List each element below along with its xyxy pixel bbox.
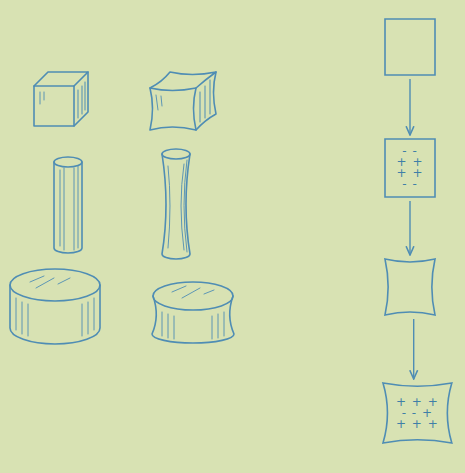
charge-signs: + + + — [396, 419, 439, 430]
charge-signs: - - — [402, 179, 417, 190]
flow-arrow — [413, 319, 414, 379]
charge-signs: - - + — [402, 408, 433, 419]
cube — [34, 72, 88, 126]
disc — [10, 269, 100, 344]
charge-signs: - - — [402, 146, 417, 157]
deformed-cube — [150, 72, 216, 130]
square-body: - -+ ++ +- - — [384, 138, 436, 198]
square-body — [384, 18, 436, 76]
charge-signs: + + — [397, 157, 424, 168]
deformed-disc — [152, 282, 234, 343]
deformed-body: + + +- - ++ + + — [382, 382, 453, 444]
deformed-cylinder — [162, 149, 190, 259]
charge-signs: + + — [397, 168, 424, 179]
outline-path — [383, 383, 452, 443]
flow-arrow — [409, 79, 410, 135]
cylinder — [54, 157, 82, 253]
deformed-body — [384, 258, 436, 316]
charge-signs: + + + — [396, 397, 439, 408]
box-outline — [384, 258, 436, 316]
flow-arrow — [409, 201, 410, 255]
outline-path — [385, 19, 435, 75]
box-outline — [384, 18, 436, 76]
outline-path — [385, 139, 435, 197]
outline-path — [385, 259, 435, 315]
